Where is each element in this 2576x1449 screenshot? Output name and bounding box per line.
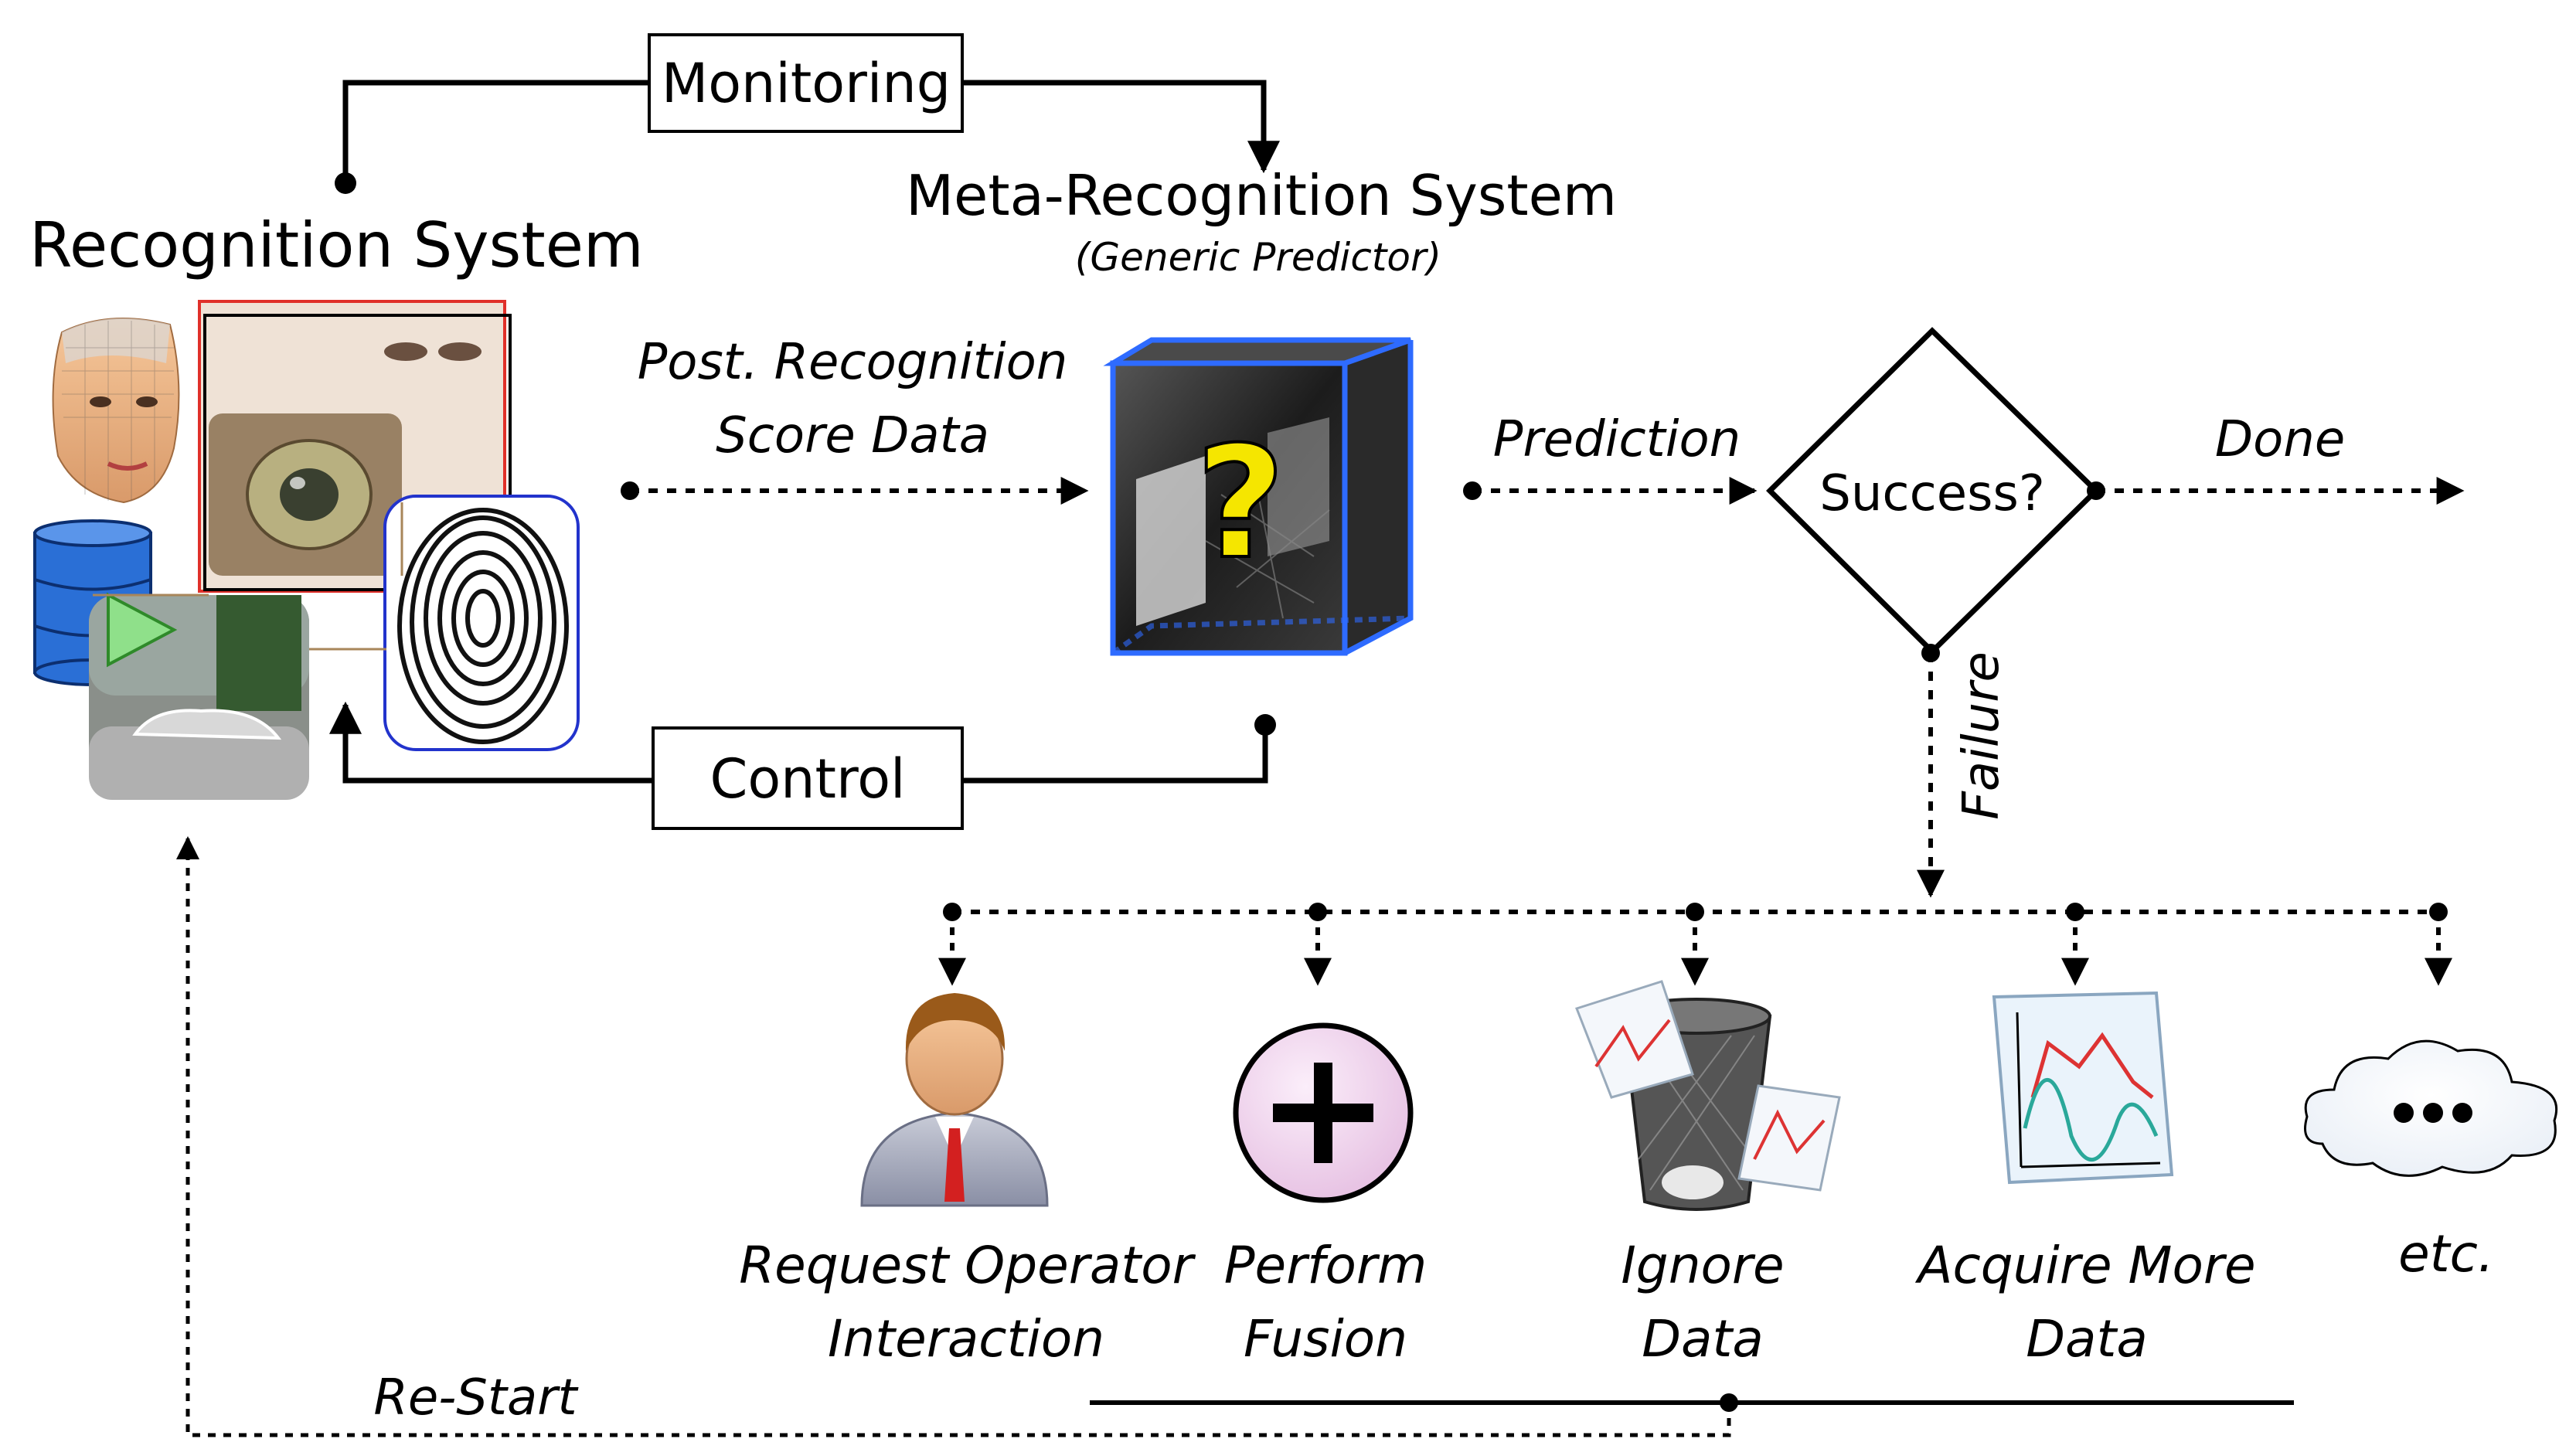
monitoring-connector (342, 80, 1280, 183)
control-start-dot (1254, 714, 1276, 736)
action-label-2-line1: Perform (1224, 1236, 1428, 1295)
monitoring-label: Monitoring (662, 52, 951, 115)
meta-recognition-subtitle: (Generic Predictor) (1075, 235, 1441, 280)
fingerprint-icon (383, 495, 580, 751)
action-label-3-line2: Data (1642, 1309, 1764, 1369)
done-start-dot (2087, 481, 2105, 500)
cloud-ellipsis-icon (2304, 1039, 2558, 1177)
failure-start-dot (1921, 644, 1940, 662)
success-label: Success? (1819, 465, 2045, 522)
control-label: Control (710, 747, 905, 811)
action-label-3-line1: Ignore (1621, 1236, 1784, 1295)
restart-arrow (176, 836, 1731, 1437)
monitoring-box (648, 33, 964, 133)
post-recognition-label-line2: Score Data (716, 407, 989, 464)
action-label-5: etc. (2398, 1224, 2494, 1284)
prediction-label: Prediction (1493, 411, 1741, 468)
trash-can-icon (1575, 980, 1841, 1211)
action-label-1-line2: Interaction (828, 1309, 1104, 1369)
restart-label: Re-Start (373, 1369, 579, 1427)
recognition-system-collage (33, 300, 580, 800)
recognition-system-title: Recognition System (29, 209, 644, 281)
meta-recognition-title: Meta-Recognition System (906, 163, 1617, 228)
action-label-4-line1: Acquire More (1914, 1236, 2255, 1295)
operator-icon (860, 993, 1049, 1207)
fusion-plus-icon (1233, 1022, 1414, 1203)
monitoring-start-dot (335, 172, 356, 194)
restart-start-dot (1720, 1393, 1738, 1412)
play-icon (107, 592, 178, 668)
score-data-start-dot (621, 481, 639, 500)
action-label-1-line1: Request Operator (739, 1236, 1196, 1295)
action-label-2-line2: Fusion (1244, 1309, 1407, 1369)
action-branch-arrows (938, 912, 2452, 986)
action-branch-dots (943, 903, 2448, 921)
control-box (652, 726, 964, 830)
control-connector (329, 701, 1268, 784)
data-plot-icon (1992, 991, 2174, 1185)
face-icon (52, 318, 180, 504)
done-label: Done (2215, 411, 2345, 468)
meta-recognition-cube: ? (1103, 337, 1414, 656)
action-label-4-line2: Data (2026, 1309, 2148, 1369)
failure-label: Failure (1953, 651, 2010, 820)
iris-scan-icon (198, 300, 512, 593)
prediction-start-dot (1463, 481, 1482, 500)
question-mark-icon: ? (1196, 413, 1285, 594)
post-recognition-label-line1: Post. Recognition (638, 334, 1068, 391)
